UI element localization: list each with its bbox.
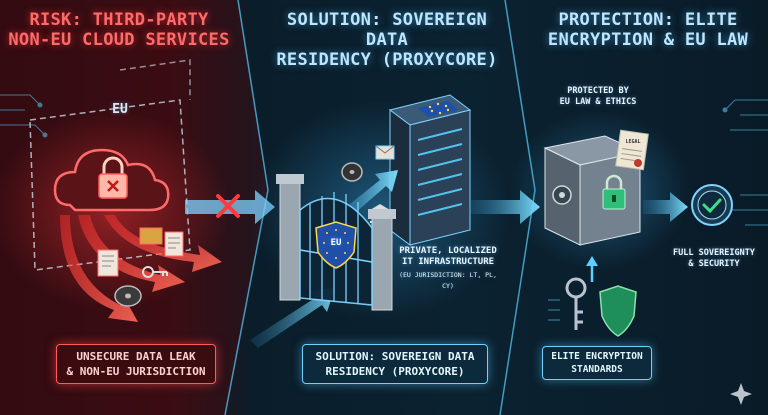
eu-region-label: EU (100, 102, 140, 117)
leaked-folder-icon (140, 228, 162, 244)
solution-outcome-box: SOLUTION: SOVEREIGN DATA RESIDENCY (PROX… (302, 344, 488, 384)
gate-eu-label: EU (322, 238, 350, 248)
legal-document-label: LEGAL (620, 139, 646, 145)
legal-document-icon (616, 130, 649, 170)
sparkle-icon (730, 383, 752, 405)
disk-icon (342, 163, 362, 181)
server-rack-icon (390, 95, 470, 245)
risk-title: RISK: THIRD-PARTY NON-EU CLOUD SERVICES (0, 10, 238, 50)
mail-icon (376, 146, 394, 159)
protection-title: PROTECTION: ELITE ENCRYPTION & EU LAW (528, 10, 768, 50)
shield-icon (600, 286, 636, 336)
leaked-file-icon (98, 250, 118, 276)
key-icon (567, 279, 585, 330)
infrastructure-caption: PRIVATE, LOCALIZED IT INFRASTRUCTURE (EU… (392, 246, 504, 292)
sovereignty-caption: FULL SOVEREIGNTY & SECURITY (664, 248, 764, 270)
protected-by-caption: PROTECTED BY EU LAW & ETHICS (548, 86, 648, 108)
leaked-document-icon (165, 232, 183, 256)
check-badge-icon (692, 185, 732, 225)
risk-outcome-box: UNSECURE DATA LEAK & NON-EU JURISDICTION (56, 344, 216, 384)
leaked-disk-icon (115, 286, 141, 306)
circuit-traces-encryption (548, 300, 560, 320)
solution-title: SOLUTION: SOVEREIGN DATA RESIDENCY (PROX… (262, 10, 512, 70)
encryption-outcome-box: ELITE ENCRYPTION STANDARDS (542, 346, 652, 380)
